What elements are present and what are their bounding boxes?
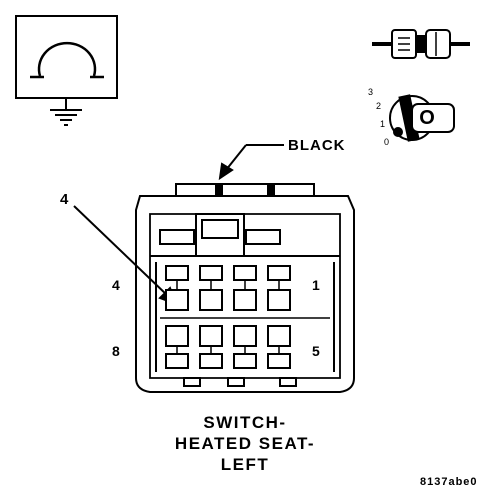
switch-position-0: 0 <box>384 137 390 147</box>
pin-label-1: 1 <box>312 277 320 293</box>
pin-callout-label: 4 <box>60 191 69 208</box>
title-line-2: HEATED SEAT- <box>174 434 316 453</box>
connector-housing <box>135 195 355 393</box>
pin-label-8: 8 <box>112 343 120 359</box>
pin-cavity-7 <box>199 325 223 347</box>
pin-cavity-2 <box>233 265 257 281</box>
meter-box <box>15 15 118 99</box>
connector-color-label: BLACK <box>288 137 346 154</box>
pin-cavity-3 <box>199 265 223 281</box>
pin-cavity-1 <box>267 265 291 281</box>
omega-icon <box>37 41 97 77</box>
title-line-1: SWITCH- <box>203 413 287 432</box>
connector-hood <box>175 183 315 197</box>
switch-position-3: 3 <box>368 87 374 97</box>
pin-cavity-row-top <box>165 265 291 311</box>
pin-label-5: 5 <box>312 343 320 359</box>
key-label: O <box>419 107 435 129</box>
switch-position-2: 2 <box>376 101 382 111</box>
pin-cavity-4-terminal <box>165 289 189 311</box>
ignition-switch-icon <box>389 94 455 142</box>
pin-cavity-4 <box>165 265 189 281</box>
title-line-3: LEFT <box>220 455 270 474</box>
ohmmeter-symbol <box>15 15 118 126</box>
pin-label-4: 4 <box>112 277 120 293</box>
pin-cavities <box>160 265 330 369</box>
figure-id: 8137abe0 <box>420 476 478 488</box>
pin-cavity-5 <box>267 325 291 347</box>
connector-plug-icon <box>372 29 470 59</box>
color-leader-arrow <box>218 144 284 181</box>
switch-position-1: 1 <box>380 119 386 129</box>
component-title: SWITCH- HEATED SEAT- LEFT <box>140 412 350 475</box>
pin-cavity-row-bottom <box>165 325 291 369</box>
pin-cavity-6 <box>233 325 257 347</box>
pin-cavity-8 <box>165 325 189 347</box>
connector-body <box>135 183 355 393</box>
